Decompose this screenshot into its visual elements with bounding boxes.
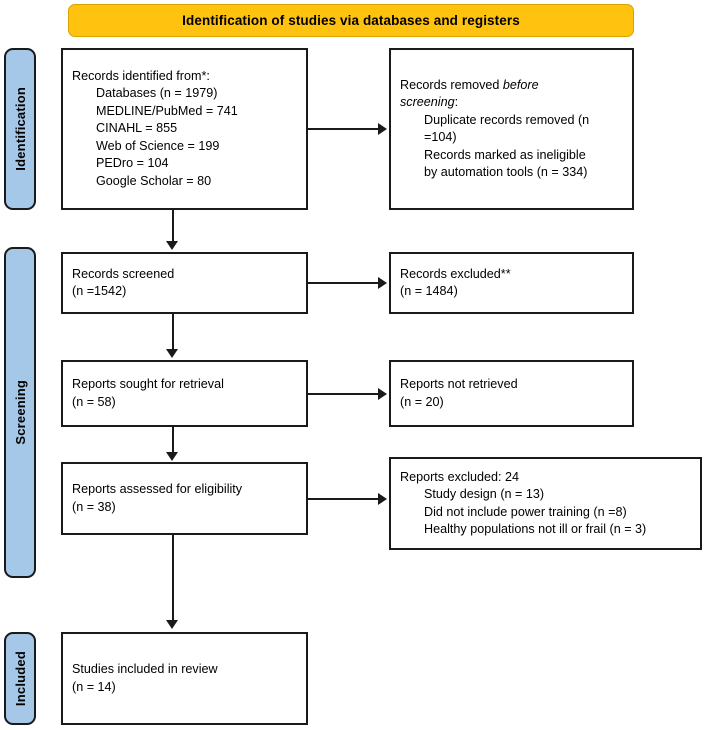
text-line: Databases (n = 1979) xyxy=(96,86,218,101)
arrowhead-identified-to-removed xyxy=(378,123,387,135)
text-line: Records marked as ineligible xyxy=(424,147,586,162)
box-reports-not-retrieved-content: Reports not retrieved (n = 20) xyxy=(391,376,632,411)
connector-identified-to-removed xyxy=(308,128,380,130)
text-line: Duplicate records removed (n xyxy=(424,112,590,127)
box-reports-not-retrieved: Reports not retrieved (n = 20) xyxy=(389,360,634,427)
stage-bar-included: Included xyxy=(4,632,36,725)
text-line: MEDLINE/PubMed = 741 xyxy=(96,103,238,118)
box-records-screened-content: Records screened (n =1542) xyxy=(63,266,306,301)
text-line: Records screened xyxy=(72,266,175,281)
connector-sought-to-not-retrieved xyxy=(308,393,380,395)
stage-bar-screening: Screening xyxy=(4,247,36,578)
box-records-screened: Records screened (n =1542) xyxy=(61,252,308,314)
box-reports-excluded: Reports excluded: 24 Study design (n = 1… xyxy=(389,457,702,550)
box-reports-excluded-content: Reports excluded: 24 Study design (n = 1… xyxy=(391,469,700,539)
text-line: PEDro = 104 xyxy=(96,156,169,171)
header-banner: Identification of studies via databases … xyxy=(68,4,634,37)
text-line: Reports excluded: 24 xyxy=(400,469,520,484)
connector-screened-to-excluded xyxy=(308,282,380,284)
text-line: CINAHL = 855 xyxy=(96,121,178,136)
text-line: Study design (n = 13) xyxy=(424,487,545,501)
text-line: Reports assessed for eligibility xyxy=(72,482,243,496)
lead-italic-2: screening xyxy=(400,95,455,109)
text-line: Web of Science = 199 xyxy=(96,138,220,153)
text-line: =104) xyxy=(424,130,457,144)
header-banner-title: Identification of studies via databases … xyxy=(182,13,520,28)
box-records-removed-content: Records removed before screening: Duplic… xyxy=(391,77,632,182)
box-records-identified: Records identified from*: Databases (n =… xyxy=(61,48,308,210)
box-records-identified-content: Records identified from*: Databases (n =… xyxy=(63,68,306,191)
connector-sought-to-assessed xyxy=(172,427,174,454)
text-line: by automation tools (n = 334) xyxy=(424,165,588,179)
stage-label-screening: Screening xyxy=(12,380,28,445)
stage-label-included: Included xyxy=(12,650,28,707)
box-records-removed: Records removed before screening: Duplic… xyxy=(389,48,634,210)
lead-suffix: : xyxy=(454,95,459,109)
box-studies-included-content: Studies included in review (n = 14) xyxy=(63,661,306,696)
box-reports-assessed-content: Reports assessed for eligibility (n = 38… xyxy=(63,481,306,516)
connector-assessed-to-included xyxy=(172,535,174,622)
text-line: (n = 20) xyxy=(400,394,444,409)
arrowhead-assessed-to-excluded xyxy=(378,493,387,505)
arrowhead-sought-to-not-retrieved xyxy=(378,388,387,400)
lead-italic: before xyxy=(502,77,539,92)
connector-identified-to-screened xyxy=(172,210,174,243)
arrowhead-assessed-to-included xyxy=(166,620,178,629)
arrowhead-sought-to-assessed xyxy=(166,452,178,461)
box-reports-sought-content: Reports sought for retrieval (n = 58) xyxy=(63,376,306,411)
lead-prefix: Records removed xyxy=(400,77,503,92)
connector-screened-to-sought xyxy=(172,314,174,351)
box-records-excluded-content: Records excluded** (n = 1484) xyxy=(391,266,632,301)
text-line: (n =1542) xyxy=(72,284,127,298)
box-reports-assessed: Reports assessed for eligibility (n = 38… xyxy=(61,462,308,535)
text-line: (n = 1484) xyxy=(400,284,458,298)
box-studies-included: Studies included in review (n = 14) xyxy=(61,632,308,725)
box-records-excluded: Records excluded** (n = 1484) xyxy=(389,252,634,314)
text-line: Healthy populations not ill or frail (n … xyxy=(424,522,647,536)
text-line: Records excluded** xyxy=(400,266,511,281)
text-line: Google Scholar = 80 xyxy=(96,173,212,188)
text-line: Records identified from*: xyxy=(72,68,210,83)
text-line: (n = 58) xyxy=(72,394,116,409)
box-reports-sought: Reports sought for retrieval (n = 58) xyxy=(61,360,308,427)
text-line: (n = 38) xyxy=(72,499,116,514)
text-line-lead: Records removed before xyxy=(400,77,623,95)
arrowhead-identified-to-screened xyxy=(166,241,178,250)
text-line: Did not include power training (n =8) xyxy=(424,504,627,519)
text-line-lead2: screening: xyxy=(400,94,623,112)
stage-bar-identification: Identification xyxy=(4,48,36,210)
text-line: (n = 14) xyxy=(72,679,116,694)
arrowhead-screened-to-excluded xyxy=(378,277,387,289)
connector-assessed-to-excluded xyxy=(308,498,380,500)
text-line: Reports not retrieved xyxy=(400,377,518,391)
text-line: Reports sought for retrieval xyxy=(72,377,224,391)
stage-label-identification: Identification xyxy=(12,87,28,171)
arrowhead-screened-to-sought xyxy=(166,349,178,358)
text-line: Studies included in review xyxy=(72,662,218,676)
